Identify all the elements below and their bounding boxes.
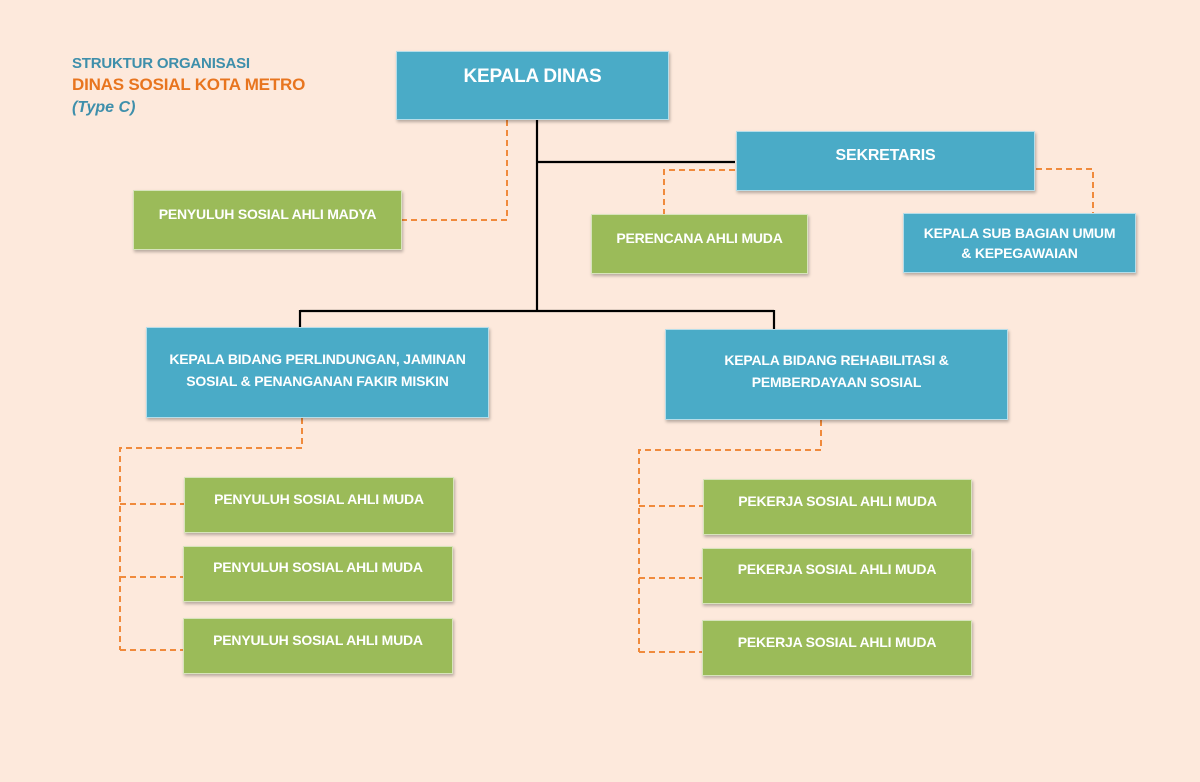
node-kepala-bidang-rehabilitasi: KEPALA BIDANG REHABILITASI & PEMBERDAYAA… — [665, 329, 1008, 420]
node-pekerja-sosial-ahli-muda: PEKERJA SOSIAL AHLI MUDA — [703, 479, 972, 535]
node-label: PENYULUH SOSIAL AHLI MADYA — [158, 206, 377, 222]
node-sekretaris: SEKRETARIS — [736, 131, 1035, 191]
node-label: PEKERJA SOSIAL AHLI MUDA — [737, 634, 937, 650]
node-label-line-1: KEPALA SUB BAGIAN UMUM — [923, 225, 1116, 241]
dash-sekretaris-kasubag — [1036, 168, 1094, 213]
node-label-line-1: KEPALA BIDANG PERLINDUNGAN, JAMINAN — [169, 351, 466, 367]
node-label-line-2: PEMBERDAYAAN SOSIAL — [751, 374, 922, 390]
node-kepala-dinas: KEPALA DINAS — [396, 51, 669, 120]
node-perencana-ahli-muda: PERENCANA AHLI MUDA — [591, 214, 808, 274]
node-pekerja-sosial-ahli-muda: PEKERJA SOSIAL AHLI MUDA — [702, 620, 972, 676]
chart-title: STRUKTUR ORGANISASI DINAS SOSIAL KOTA ME… — [72, 54, 305, 119]
dash-kepala-madya — [402, 120, 508, 221]
node-label: KEPALA DINAS — [463, 66, 602, 87]
node-label: PEKERJA SOSIAL AHLI MUDA — [737, 561, 937, 577]
dash-kabid-right-staff — [638, 420, 822, 652]
node-pekerja-sosial-ahli-muda: PEKERJA SOSIAL AHLI MUDA — [702, 548, 972, 604]
node-kepala-sub-bagian-umum: KEPALA SUB BAGIAN UMUM & KEPEGAWAIAN — [903, 213, 1136, 273]
node-label: PERENCANA AHLI MUDA — [616, 230, 783, 246]
node-label: PENYULUH SOSIAL AHLI MUDA — [213, 632, 423, 648]
node-penyuluh-sosial-ahli-muda: PENYULUH SOSIAL AHLI MUDA — [184, 477, 454, 533]
node-penyuluh-sosial-ahli-muda: PENYULUH SOSIAL AHLI MUDA — [183, 618, 453, 674]
node-label: SEKRETARIS — [835, 147, 936, 164]
node-label-line-1: KEPALA BIDANG REHABILITASI & — [724, 352, 949, 368]
node-kepala-bidang-perlindungan: KEPALA BIDANG PERLINDUNGAN, JAMINAN SOSI… — [146, 327, 489, 418]
dash-kabid-left-staff — [119, 418, 303, 650]
title-line-3: (Type C) — [72, 99, 136, 116]
node-label-line-2: SOSIAL & PENANGANAN FAKIR MISKIN — [186, 373, 449, 389]
node-penyuluh-sosial-ahli-muda: PENYULUH SOSIAL AHLI MUDA — [183, 546, 453, 602]
node-penyuluh-sosial-ahli-madya: PENYULUH SOSIAL AHLI MADYA — [133, 190, 402, 250]
node-label: PENYULUH SOSIAL AHLI MUDA — [213, 559, 423, 575]
node-label: PENYULUH SOSIAL AHLI MUDA — [214, 491, 424, 507]
node-label-line-2: & KEPEGAWAIAN — [961, 245, 1078, 261]
dash-sekretaris-perencana — [663, 169, 735, 214]
title-line-1: STRUKTUR ORGANISASI — [72, 55, 250, 72]
node-label: PEKERJA SOSIAL AHLI MUDA — [738, 493, 937, 509]
title-line-2: DINAS SOSIAL KOTA METRO — [72, 75, 306, 94]
